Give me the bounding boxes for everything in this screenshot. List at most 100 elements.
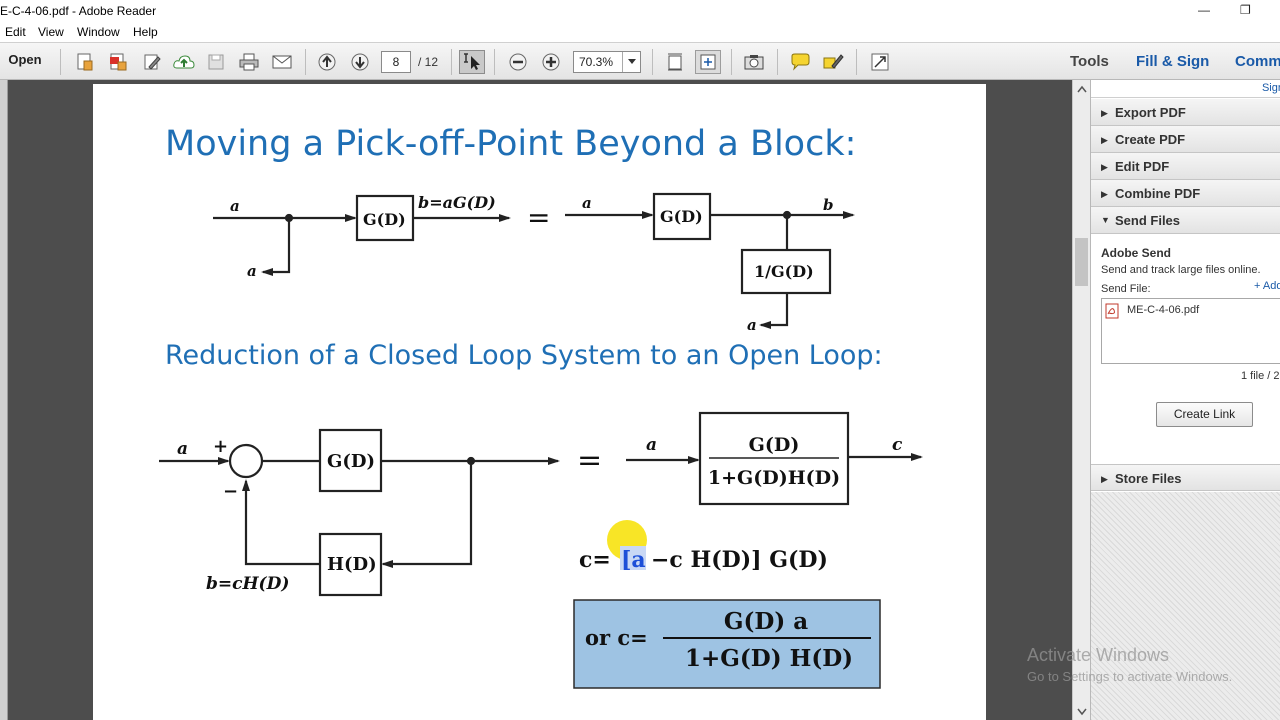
minus-sign: −	[223, 481, 238, 502]
text-selection-highlight	[620, 546, 646, 570]
scroll-down-icon[interactable]	[1076, 705, 1088, 717]
fit-page-icon[interactable]	[662, 50, 688, 74]
zoom-level-select[interactable]: 70.3%	[573, 51, 641, 73]
navigation-pane-strip[interactable]	[0, 80, 8, 720]
section-send-files[interactable]: ▼ Send Files	[1091, 207, 1280, 234]
save-icon[interactable]	[203, 50, 229, 74]
adobe-send-description: Send and track large files online.	[1101, 264, 1261, 276]
equals-sign: =	[527, 201, 550, 234]
section-edit-pdf[interactable]: ▶ Edit PDF	[1091, 153, 1280, 180]
scrollbar-thumb[interactable]	[1075, 238, 1088, 286]
section-combine-pdf[interactable]: ▶ Combine PDF	[1091, 180, 1280, 207]
label-g: G(D)	[327, 451, 375, 472]
edit-icon[interactable]	[139, 50, 165, 74]
branch-line	[261, 218, 291, 276]
summing-junction	[228, 443, 264, 479]
activate-windows-subtext: Go to Settings to activate Windows.	[1027, 669, 1233, 684]
menu-view[interactable]: View	[38, 25, 64, 39]
vertical-scrollbar[interactable]	[1072, 80, 1090, 720]
panel-top-bar: Sign	[1091, 80, 1280, 98]
label-a: a	[747, 316, 757, 334]
page-heading-closed-loop: Reduction of a Closed Loop System to an …	[165, 340, 883, 371]
fit-width-icon[interactable]	[695, 50, 721, 74]
zoom-in-icon[interactable]	[538, 50, 564, 74]
plus-sign: +	[213, 436, 228, 457]
open-button[interactable]: Open	[8, 52, 42, 67]
panel-empty-area	[1091, 492, 1280, 720]
feedback-line	[242, 479, 320, 566]
zoom-level-value: 70.3%	[579, 55, 614, 69]
section-create-pdf[interactable]: ▶ Create PDF	[1091, 126, 1280, 153]
result-equation-box	[573, 599, 881, 689]
label-b: b	[823, 196, 834, 214]
menu-help[interactable]: Help	[133, 25, 158, 39]
toolbar-separator	[856, 49, 857, 75]
label-a: a	[646, 435, 657, 455]
snapshot-icon[interactable]	[741, 50, 767, 74]
scroll-up-icon[interactable]	[1076, 84, 1088, 96]
comment-bubble-icon[interactable]	[787, 50, 813, 74]
chevron-down-icon[interactable]	[622, 52, 640, 72]
sign-link[interactable]: Sign	[1261, 82, 1280, 94]
menu-edit[interactable]: Edit	[5, 25, 26, 39]
toolbar-separator	[652, 49, 653, 75]
section-store-files[interactable]: ▶ Store Files	[1091, 464, 1280, 491]
fill-sign-tab[interactable]: Fill & Sign	[1136, 53, 1210, 70]
tools-tab[interactable]: Tools	[1070, 53, 1109, 70]
equation-or-prefix: or c=	[585, 625, 648, 650]
email-icon[interactable]	[269, 50, 295, 74]
label-g: G(D)	[660, 207, 703, 226]
label-c: c	[892, 435, 903, 455]
label-b-equals-ch: b=cH(D)	[206, 574, 289, 594]
select-cursor-icon[interactable]	[459, 50, 485, 74]
toolbar-separator	[777, 49, 778, 75]
pickoff-diagram: a G(D) b=aG(D) a = a G(D) b 1/G(D) a a +…	[159, 192, 923, 689]
pdf-file-icon	[1105, 303, 1119, 319]
file-list-item[interactable]: ME-C-4-06.pdf	[1105, 303, 1280, 319]
equation-prefix: c=	[579, 547, 611, 573]
toolbar-separator	[60, 49, 61, 75]
label-b-equals: b=aG(D)	[418, 193, 496, 212]
print-icon[interactable]	[236, 50, 262, 74]
adobe-send-heading: Adobe Send	[1101, 246, 1172, 260]
equation-highlighted-term: [a	[621, 547, 646, 573]
expand-icon[interactable]	[867, 50, 893, 74]
arrow-up-icon[interactable]	[314, 50, 340, 74]
activate-windows-watermark: Activate Windows	[1027, 645, 1170, 665]
section-label: Export PDF	[1115, 105, 1186, 120]
cloud-upload-icon[interactable]	[171, 50, 197, 74]
convert-pdf-icon[interactable]	[105, 50, 131, 74]
section-label: Send Files	[1115, 213, 1181, 228]
zoom-out-icon[interactable]	[505, 50, 531, 74]
pdf-page: Moving a Pick-off-Point Beyond a Block: …	[93, 84, 986, 720]
toolbar-separator	[731, 49, 732, 75]
toolbar-separator	[494, 49, 495, 75]
menu-window[interactable]: Window	[77, 25, 120, 39]
chevron-down-icon: ▼	[1101, 215, 1110, 225]
create-pdf-icon[interactable]	[72, 50, 98, 74]
label-h: H(D)	[327, 554, 377, 575]
label-inverse-g: 1/G(D)	[754, 262, 814, 281]
arrow-down-icon[interactable]	[347, 50, 373, 74]
chevron-right-icon: ▶	[1101, 135, 1108, 145]
tf-numerator: G(D)	[749, 434, 800, 456]
section-label: Combine PDF	[1115, 186, 1201, 201]
toolbar-separator	[305, 49, 306, 75]
page-number-input[interactable]: 8	[381, 51, 411, 73]
send-files-body: Adobe Send Send and track large files on…	[1091, 234, 1280, 464]
comment-tab[interactable]: Comm	[1235, 53, 1280, 70]
create-link-button[interactable]: Create Link	[1156, 402, 1253, 427]
tf-denominator: 1+G(D)H(D)	[708, 467, 840, 489]
highlight-pen-icon[interactable]	[820, 50, 846, 74]
label-a: a	[582, 194, 592, 212]
add-file-link[interactable]: + Add	[1254, 280, 1280, 292]
restore-icon[interactable]: ❐	[1240, 3, 1251, 17]
file-count: 1 file / 2	[1241, 370, 1280, 382]
equals-sign: =	[577, 443, 602, 478]
section-label: Store Files	[1115, 471, 1182, 486]
section-export-pdf[interactable]: ▶ Export PDF	[1091, 99, 1280, 126]
minimize-icon[interactable]: —	[1198, 3, 1210, 17]
page-heading-pickoff: Moving a Pick-off-Point Beyond a Block:	[165, 124, 857, 164]
window-title: E-C-4-06.pdf - Adobe Reader	[0, 4, 157, 18]
